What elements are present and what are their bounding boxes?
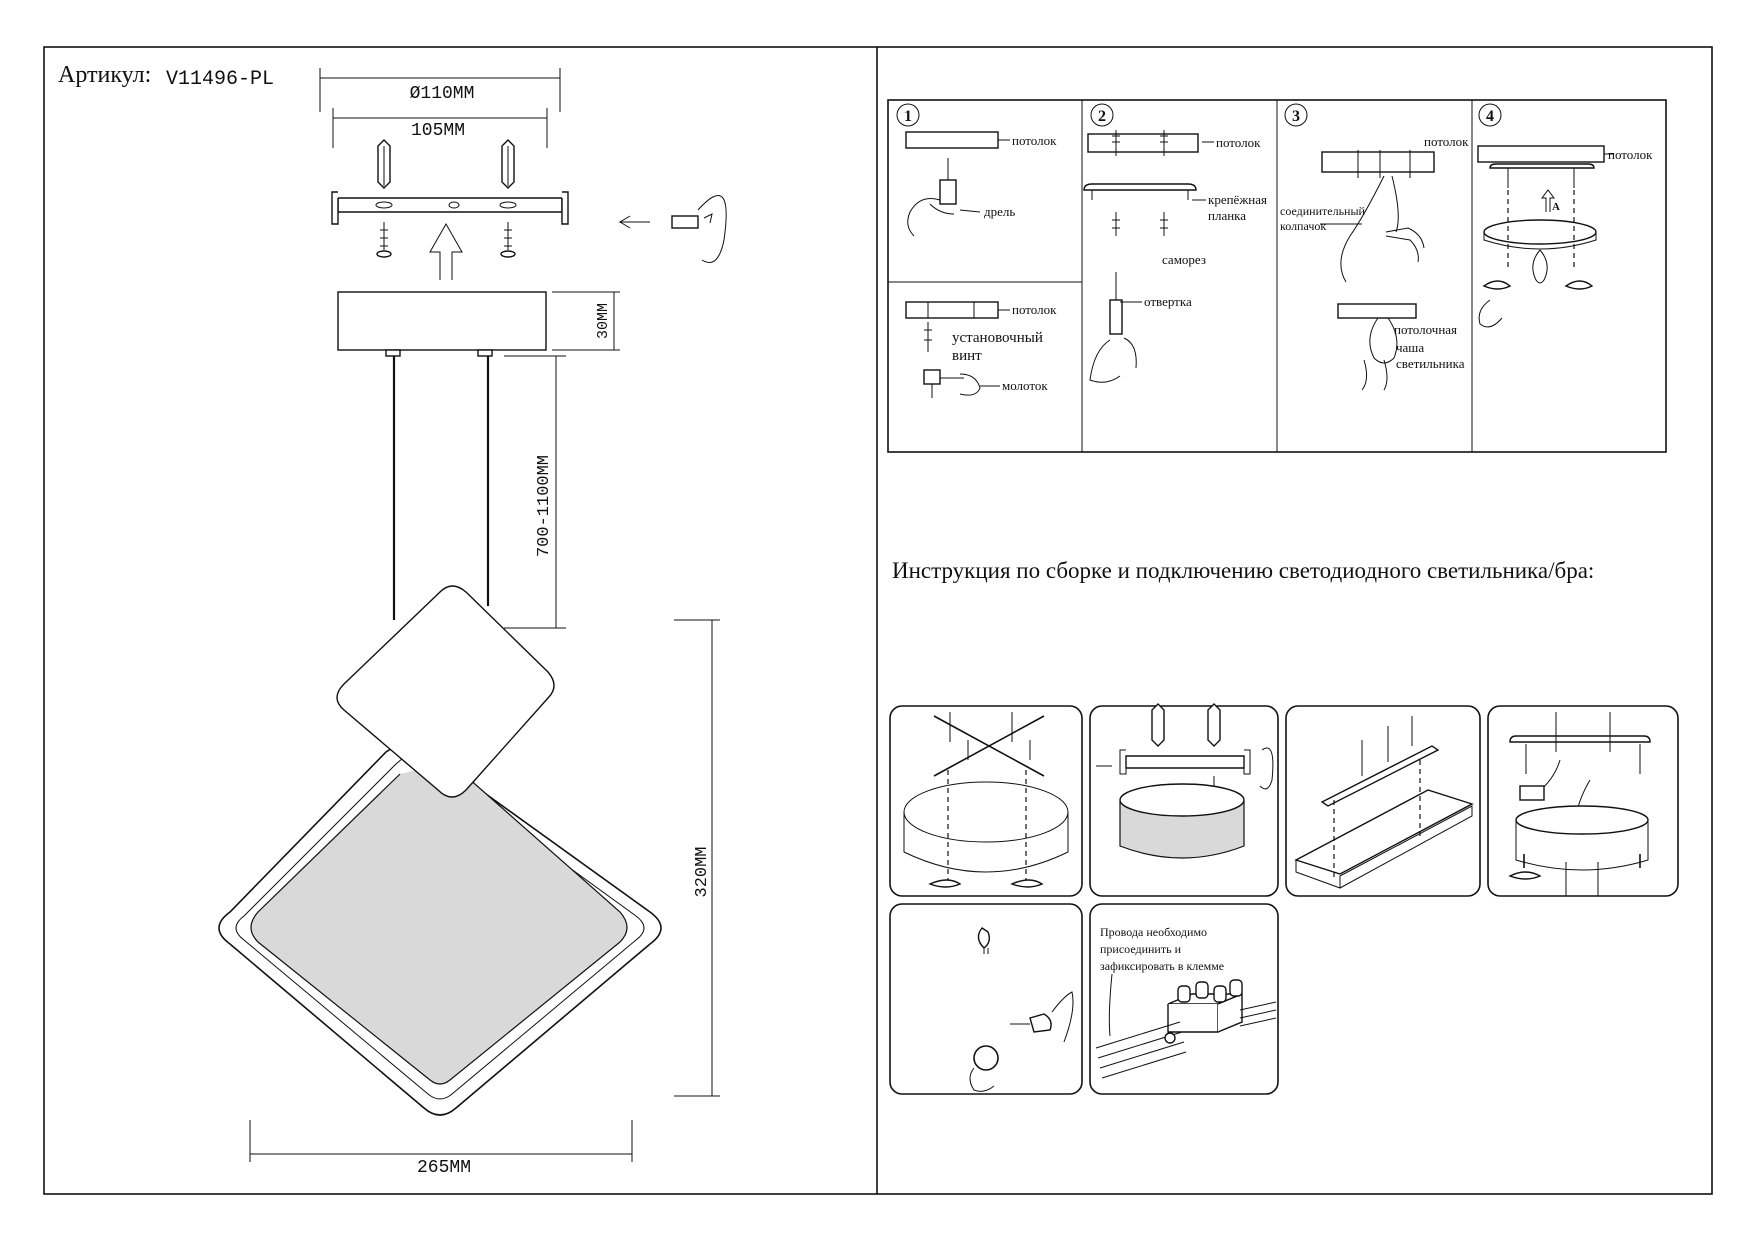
wiring-note-line-3: зафиксировать в клемме — [1100, 959, 1224, 973]
drill-icon — [907, 158, 957, 237]
ceiling-icon — [905, 301, 999, 319]
step-1b-ceiling-label: потолок — [1012, 302, 1057, 317]
article-label: Артикул: — [58, 62, 151, 88]
screw-icon — [1112, 212, 1120, 236]
canopy-icon — [337, 291, 547, 351]
sheet-frame — [43, 46, 1713, 1195]
step-3-cup-label-2: чаша — [1396, 340, 1424, 355]
up-arrow-icon — [1541, 189, 1555, 212]
hook-icon — [1532, 249, 1548, 284]
mounting-plate-icon — [1083, 183, 1197, 191]
pliers-icon — [1385, 227, 1425, 263]
step-1-ceiling-label: потолок — [1012, 133, 1057, 148]
step-3-cap-label-2: колпачок — [1280, 219, 1326, 233]
steps-table: 1 потолок дрель потолок установочный вин… — [887, 99, 1667, 453]
canopy-diameter-label: Ø110MM — [410, 84, 475, 104]
step-2-screw-label: саморез — [1162, 252, 1206, 267]
up-arrow-icon — [429, 222, 463, 280]
step-1-number: 1 — [904, 108, 912, 125]
hand-icon — [1478, 299, 1503, 328]
step-2-screwdriver-label: отвертка — [1144, 294, 1192, 309]
step-4-ceiling-label: потолок — [1608, 147, 1653, 162]
canopy-height-dimension: 30MM — [552, 291, 620, 351]
step-1b-screw-label-1: установочный — [952, 330, 1043, 346]
step-3-ceiling-label: потолок — [1424, 134, 1469, 149]
step-3-cup-label-1: потолочная — [1394, 322, 1457, 337]
anchor-screw-icon — [924, 322, 932, 352]
panel-hook-bolt — [889, 903, 1083, 1095]
lamp-body-icon — [218, 737, 662, 1116]
canopy-height-label: 30MM — [595, 303, 612, 339]
panel-cross-bracket — [889, 705, 1083, 897]
cable-length-label: 700-1100MM — [535, 455, 554, 557]
cable-length-dimension: 700-1100MM — [504, 355, 566, 629]
lamp-height-label: 320MM — [693, 846, 712, 897]
step-1: 1 потолок дрель — [896, 103, 1057, 237]
step-4-number: 4 — [1486, 108, 1494, 125]
step-4-arrow-label: A — [1552, 201, 1560, 213]
panel-rect-canopy — [1285, 705, 1481, 897]
lamp-height-dimension: 320MM — [674, 619, 720, 1097]
article-code: V11496-PL — [166, 68, 274, 91]
ceiling-icon — [1321, 151, 1435, 173]
suspension-cables-icon — [385, 349, 493, 620]
bracket-width-label: 105MM — [411, 121, 465, 141]
step-2-plate-label-2: планка — [1208, 208, 1246, 223]
step-1b-screw-label-2: винт — [952, 348, 982, 364]
panel-round-canopy-wiring — [1487, 705, 1679, 897]
ceiling-icon — [1087, 133, 1199, 153]
panel-bracket-plugs — [1089, 703, 1279, 897]
mounting-bracket-icon — [331, 191, 569, 225]
step-2: 2 потолок крепёжная планка саморез отвер… — [1083, 103, 1267, 383]
step-3-cup-label-3: светильника — [1396, 356, 1465, 371]
bracket-width-dimension: 105MM — [332, 108, 548, 148]
lamp-top-module-icon — [336, 585, 555, 798]
lamp-width-dimension: 265MM — [249, 1120, 633, 1178]
hammer-icon — [923, 369, 981, 398]
ceiling-icon — [1477, 145, 1605, 163]
wires-icon — [1340, 175, 1385, 283]
step-4: 4 потолок A — [1477, 103, 1653, 328]
ceiling-icon — [905, 131, 999, 149]
canopy-diameter-dimension: Ø110MM — [319, 68, 561, 112]
step-3-number: 3 — [1292, 108, 1300, 125]
ceiling-cup-icon — [1337, 303, 1417, 319]
step-2-ceiling-label: потолок — [1216, 135, 1261, 150]
lamp-width-label: 265MM — [417, 1158, 471, 1178]
step-1b: потолок установочный винт молоток — [905, 301, 1057, 398]
instruction-title: Инструкция по сборке и подключению свето… — [892, 558, 1594, 583]
step-1b-hammer-label: молоток — [1002, 378, 1048, 393]
installation-panels: Провода необходимо присоединить и зафикс… — [889, 703, 1679, 1095]
panel-wiring-terminal: Провода необходимо присоединить и зафикс… — [1089, 903, 1279, 1095]
step-2-plate-label-1: крепёжная — [1208, 192, 1267, 207]
wiring-note-line-2: присоединить и — [1100, 942, 1182, 956]
wiring-note-line-1: Провода необходимо — [1100, 925, 1207, 939]
screwdriver-icon — [1089, 272, 1137, 383]
lamp-canopy-icon — [1483, 219, 1597, 245]
step-2-number: 2 — [1098, 108, 1106, 125]
terminal-block-icon — [1167, 979, 1243, 1033]
side-screw-icon — [618, 195, 727, 263]
step-3: 3 потолок соединительный колпачок потоло… — [1280, 103, 1469, 391]
dimension-drawing: Артикул: V11496-PL Ø110MM 105MM — [58, 62, 727, 1178]
step-3-cap-label-1: соединительный — [1280, 204, 1366, 218]
step-1-drill-label: дрель — [984, 204, 1015, 219]
wall-plugs-icon — [377, 139, 515, 189]
bracket-screws-icon — [376, 222, 516, 258]
